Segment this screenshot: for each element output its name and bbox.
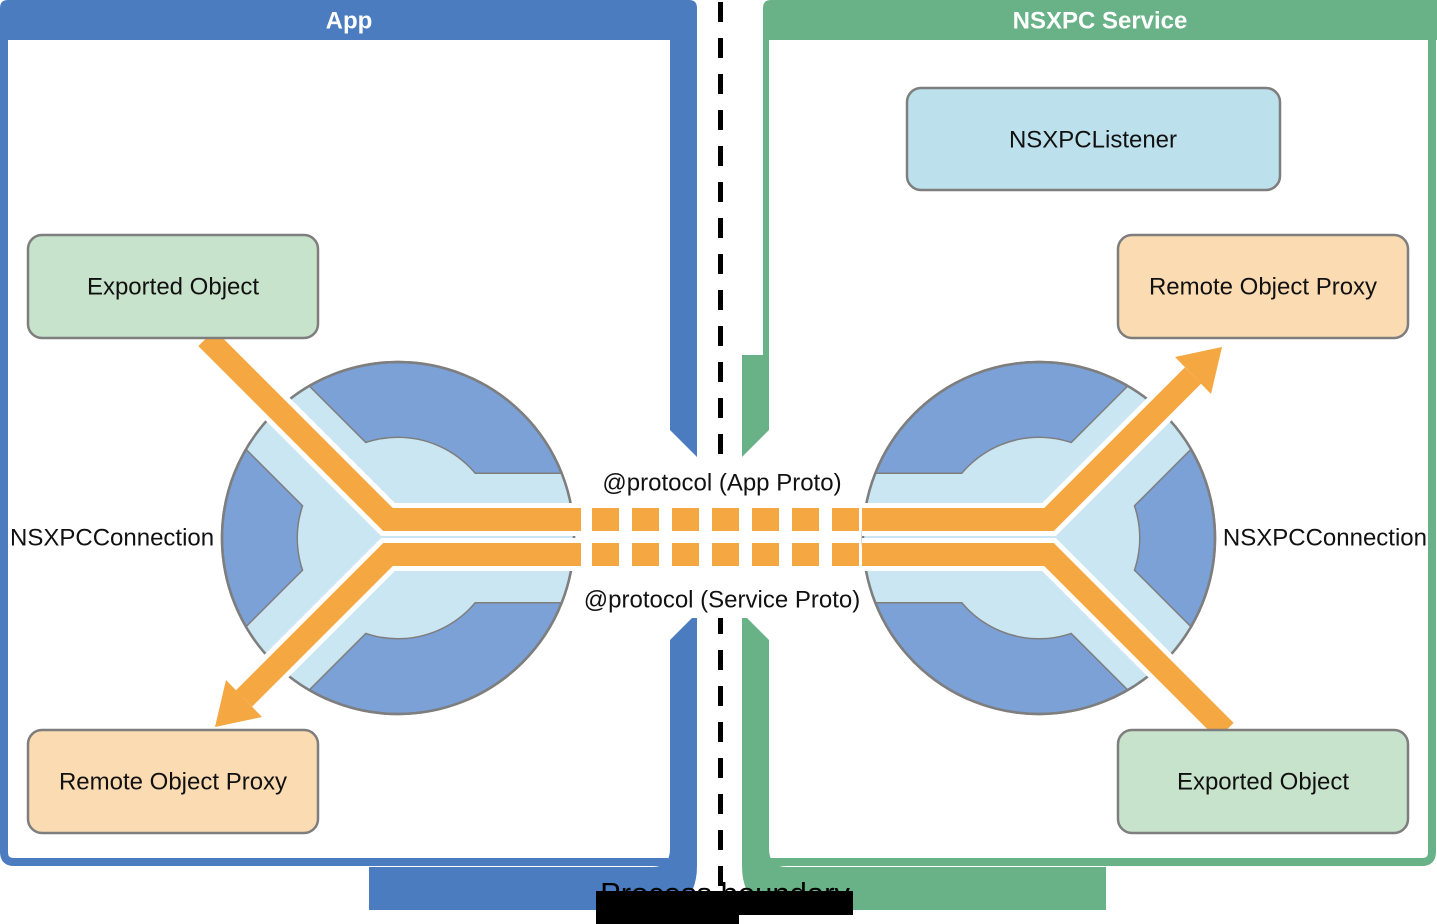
app-border-right-upper (670, 40, 697, 457)
protocol-app-label: @protocol (App Proto) (602, 470, 841, 497)
service-nsxpclistener-label: NSXPCListener (1009, 127, 1177, 154)
app-exported-object-box (26, 233, 320, 340)
service-header-title: NSXPC Service (1013, 8, 1188, 35)
service-exported-object-box (1116, 728, 1410, 835)
app-border-right-lower-band (369, 613, 697, 910)
service-remote-object-proxy-box (1116, 233, 1410, 340)
protocol-service-label-bg (590, 578, 854, 618)
app-process-container (0, 0, 697, 910)
proxy-arrows (194, 326, 1238, 743)
arrow-app-exported-to-service (198, 329, 581, 531)
service-border-left-thin (763, 40, 769, 355)
app-remote-object-proxy-label: Remote Object Proxy (59, 769, 287, 796)
arrow-app-to-service-proxy (862, 367, 1202, 531)
service-border-right-bottom (770, 40, 1436, 866)
service-border-left-lower-band (742, 613, 1106, 910)
process-boundary-mask-lower (596, 915, 739, 924)
service-border-left-upper (742, 355, 769, 457)
arrowhead-service-remote-proxy (1175, 347, 1222, 394)
protocol-service-label: @protocol (Service Proto) (584, 587, 860, 614)
arrow-service-to-app-proxy (235, 543, 581, 707)
service-exported-object-label: Exported Object (1177, 769, 1349, 796)
arrow-service-exported-to-app (862, 543, 1234, 740)
process-boundary-mask-upper (596, 891, 853, 915)
service-nsxpcconnection-label: NSXPCConnection (1223, 525, 1427, 552)
app-exported-object-label: Exported Object (87, 274, 259, 301)
service-remote-object-proxy-label: Remote Object Proxy (1149, 274, 1377, 301)
app-border-left-bottom (0, 40, 668, 866)
app-remote-object-proxy-box (26, 728, 320, 835)
app-header-title: App (326, 8, 373, 35)
object-boxes (26, 86, 1410, 835)
service-header-bar (763, 0, 1437, 40)
process-boundary-label-group: Process boundary (596, 876, 853, 924)
app-header-bar (0, 0, 697, 40)
service-nsxpclistener-box (905, 86, 1282, 192)
protocol-app-label-bg (590, 462, 854, 502)
arrowhead-app-remote-proxy (215, 680, 262, 727)
app-nsxpcconnection-label: NSXPCConnection (10, 525, 214, 552)
